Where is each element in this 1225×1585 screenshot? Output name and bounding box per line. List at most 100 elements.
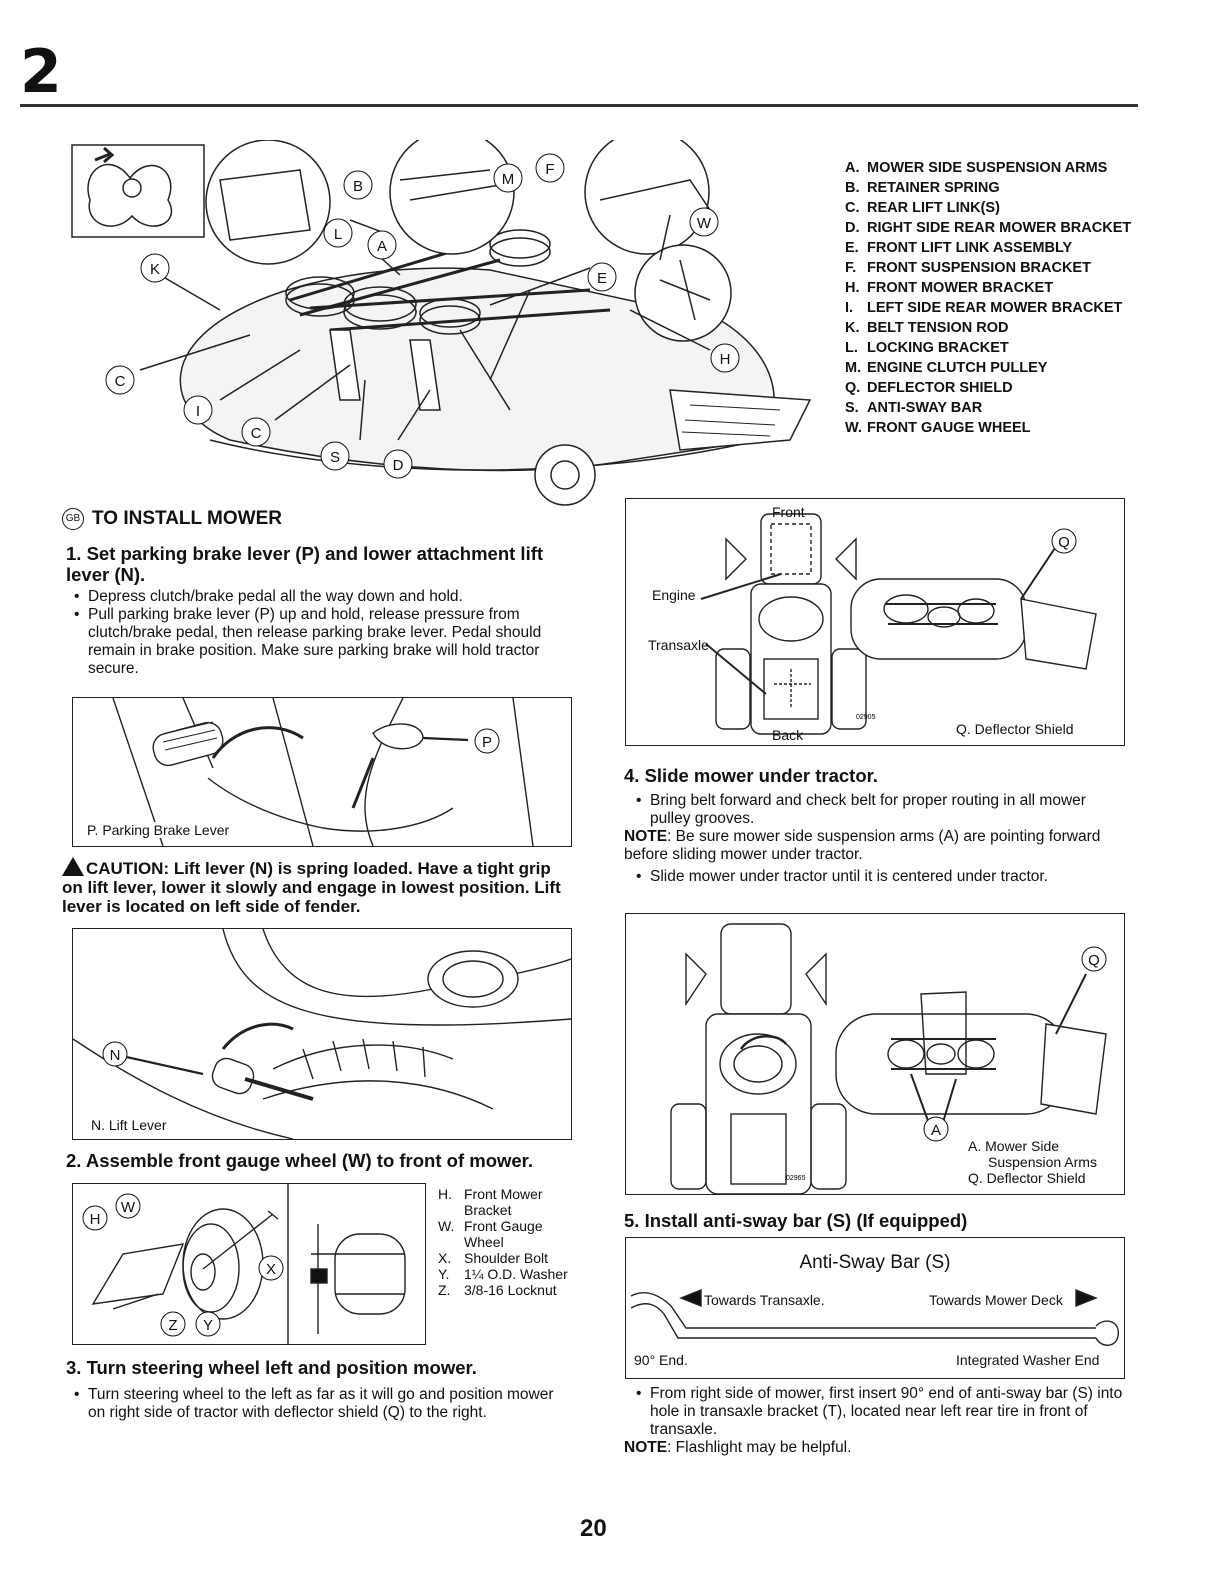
callout-e: E <box>597 270 607 287</box>
legend-item: W.Front Gauge Wheel <box>438 1218 543 1250</box>
step-1-bullet: Pull parking brake lever (P) up and hold… <box>70 606 575 678</box>
callout-w: W <box>697 215 712 232</box>
callout-i: I <box>196 403 200 420</box>
step-4-heading: 4. Slide mower under tractor. <box>624 765 878 786</box>
lift-lever-caption: N. Lift Lever <box>91 1117 167 1133</box>
header-rule <box>20 104 1138 107</box>
callout-h: H <box>720 351 731 368</box>
slide-mower-figure: Q A 02965 A. Mower Side Suspension Arms … <box>625 913 1125 1195</box>
legend-item: H.FRONT MOWER BRACKET <box>845 280 1054 296</box>
step-5-note: NOTE: Flashlight may be helpful. <box>624 1439 1124 1457</box>
figure-code: 02965 <box>786 1175 806 1182</box>
legend-item: W.FRONT GAUGE WHEEL <box>845 420 1031 436</box>
callout-x: X <box>266 1261 276 1278</box>
step-2-heading: 2. Assemble front gauge wheel (W) to fro… <box>66 1150 533 1171</box>
step-1-bullet: Depress clutch/brake pedal all the way d… <box>70 588 575 606</box>
anti-sway-bar-figure: Anti-Sway Bar (S) Towards Transaxle. Tow… <box>625 1237 1125 1379</box>
legend-item: Z.3/8-16 Locknut <box>438 1282 557 1298</box>
callout-m: M <box>502 171 515 188</box>
callout-p: P <box>482 734 492 751</box>
parking-brake-caption: P. Parking Brake Lever <box>87 822 230 838</box>
callout-f: F <box>545 161 554 178</box>
callout-l: L <box>334 226 342 243</box>
legend-item: L.LOCKING BRACKET <box>845 340 1009 356</box>
legend-item: D.RIGHT SIDE REAR MOWER BRACKET <box>845 220 1132 236</box>
legend-item: B.RETAINER SPRING <box>845 180 1000 196</box>
step-3-bullet: Turn steering wheel to the left as far a… <box>70 1386 575 1422</box>
slide-caption-a2: Suspension Arms <box>988 1154 1097 1170</box>
label-transaxle: Transaxle <box>648 637 709 653</box>
legend-item: Y.1¼ O.D. Washer <box>438 1266 568 1282</box>
page-number: 20 <box>580 1515 607 1542</box>
callout-s: S <box>330 449 340 466</box>
callout-z: Z <box>168 1317 177 1334</box>
slide-caption-a1: A. Mower Side <box>968 1138 1060 1154</box>
callout-y: Y <box>203 1317 213 1334</box>
legend-item: I.LEFT SIDE REAR MOWER BRACKET <box>845 300 1123 316</box>
callout-h-wheel: H <box>90 1211 101 1228</box>
step-1-heading: 1. Set parking brake lever (P) and lower… <box>66 543 544 585</box>
callout-w-wheel: W <box>121 1199 136 1216</box>
step-3-bullets: Turn steering wheel to the left as far a… <box>70 1386 575 1422</box>
legend-item: Q.DEFLECTOR SHIELD <box>845 380 1013 396</box>
legend-item: E.FRONT LIFT LINK ASSEMBLY <box>845 240 1073 256</box>
step-5-bullet: From right side of mower, first insert 9… <box>632 1385 1124 1439</box>
figure-code: 02905 <box>856 714 876 721</box>
note-text: : Be sure mower side suspension arms (A)… <box>624 828 1101 863</box>
towards-mower-deck-label: Towards Mower Deck <box>929 1292 1063 1308</box>
step-5-heading: 5. Install anti-sway bar (S) (If equippe… <box>624 1210 968 1231</box>
callout-k: K <box>150 261 160 278</box>
step-3-heading: 3. Turn steering wheel left and position… <box>66 1357 477 1378</box>
callout-c-left: C <box>115 373 126 390</box>
deflector-caption: Q. Deflector Shield <box>956 721 1074 737</box>
gauge-wheel-figure: H W X Z Y <box>72 1183 426 1345</box>
step-5-body: From right side of mower, first insert 9… <box>624 1385 1124 1457</box>
integrated-washer-end-label: Integrated Washer End <box>956 1352 1100 1368</box>
warning-icon <box>62 857 84 876</box>
note-label: NOTE <box>624 1439 668 1456</box>
label-engine: Engine <box>652 587 696 603</box>
callout-a-slide: A <box>931 1122 941 1139</box>
legend-item: X.Shoulder Bolt <box>438 1250 549 1266</box>
gauge-wheel-legend: H.Front Mower Bracket W.Front Gauge Whee… <box>438 1186 578 1298</box>
step-4-bullet: Bring belt forward and check belt for pr… <box>632 792 1124 828</box>
tractor-top-view-figure: Q 02905 Front Engine Transaxle Back Q. D… <box>625 498 1125 746</box>
main-mower-illustration: B M F L A W K E C H I C S D <box>70 129 830 510</box>
legend-item: H.Front Mower Bracket <box>438 1186 543 1218</box>
section-heading: GB TO INSTALL MOWER <box>62 508 582 530</box>
callout-d: D <box>393 457 404 474</box>
callout-c-center: C <box>251 425 262 442</box>
ninety-degree-end-label: 90° End. <box>634 1352 688 1368</box>
legend-item: K.BELT TENSION ROD <box>845 320 1009 336</box>
callout-n: N <box>110 1047 121 1064</box>
step-4-note: NOTE: Be sure mower side suspension arms… <box>624 828 1124 864</box>
callout-q-top: Q <box>1058 534 1070 551</box>
lift-lever-figure: N N. Lift Lever <box>72 928 572 1140</box>
section-title: TO INSTALL MOWER <box>92 508 282 530</box>
label-back: Back <box>772 727 804 743</box>
legend-item: S.ANTI-SWAY BAR <box>845 400 983 416</box>
caution-block: CAUTION: Lift lever (N) is spring loaded… <box>62 857 572 916</box>
legend-item: F.FRONT SUSPENSION BRACKET <box>845 260 1091 276</box>
note-label: NOTE <box>624 828 668 845</box>
legend-item: A.MOWER SIDE SUSPENSION ARMS <box>845 160 1108 176</box>
callout-b: B <box>353 178 363 195</box>
note-text: : Flashlight may be helpful. <box>667 1439 852 1456</box>
callout-q-slide: Q <box>1088 952 1100 969</box>
step-4-bullet: Slide mower under tractor until it is ce… <box>632 868 1124 886</box>
legend-item: M.ENGINE CLUTCH PULLEY <box>845 360 1048 376</box>
callout-a: A <box>377 238 387 255</box>
slide-caption-q: Q. Deflector Shield <box>968 1170 1086 1186</box>
caution-text: CAUTION: Lift lever (N) is spring loaded… <box>62 859 561 916</box>
label-front: Front <box>772 504 805 520</box>
parking-brake-figure: P P. Parking Brake Lever <box>72 697 572 847</box>
main-figure-legend: A.MOWER SIDE SUSPENSION ARMS B.RETAINER … <box>845 158 1145 438</box>
main-callouts: B M F L A W K E C H I C S D <box>105 153 740 479</box>
legend-item: C.REAR LIFT LINK(S) <box>845 200 1000 216</box>
step-4-body: Bring belt forward and check belt for pr… <box>624 792 1124 886</box>
towards-transaxle-label: Towards Transaxle. <box>704 1292 825 1308</box>
language-badge: GB <box>62 508 84 530</box>
anti-sway-title: Anti-Sway Bar (S) <box>799 1252 951 1273</box>
chapter-number: 2 <box>20 37 62 107</box>
step-1-bullets: Depress clutch/brake pedal all the way d… <box>70 588 575 678</box>
